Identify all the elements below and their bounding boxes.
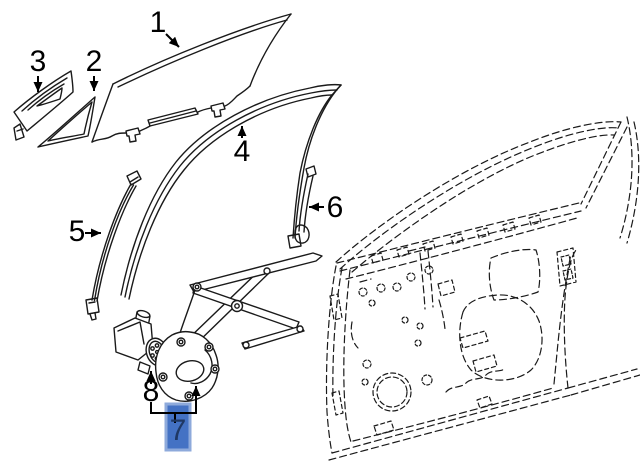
callout-label-2[interactable]: 2 [85, 45, 103, 78]
callout-label-7-highlighted[interactable]: 7 [169, 414, 187, 447]
callout-label-8[interactable]: 8 [142, 375, 160, 408]
callout-bracket-7 [150, 386, 201, 414]
callout-label-1[interactable]: 1 [149, 6, 167, 39]
callout-label-4[interactable]: 4 [233, 135, 251, 168]
part-4-run-channel-art [120, 83, 342, 300]
part-2-vent-glass-art [37, 96, 96, 148]
door-panel-art [325, 116, 640, 461]
part-6-rear-strip-art [294, 165, 317, 244]
callout-label-6[interactable]: 6 [326, 191, 344, 224]
part-5-run-strip-art [85, 170, 142, 321]
callout-arrows [33, 33, 324, 423]
highlight-box-7[interactable] [164, 402, 192, 452]
callout-label-5[interactable]: 5 [68, 215, 86, 248]
part-3-vent-frame-art [13, 70, 74, 141]
callout-label-3[interactable]: 3 [29, 45, 47, 78]
part-1-door-glass-art [91, 13, 292, 143]
callout-arrow-1 [165, 33, 180, 48]
part-7-regulator-art [154, 252, 323, 402]
